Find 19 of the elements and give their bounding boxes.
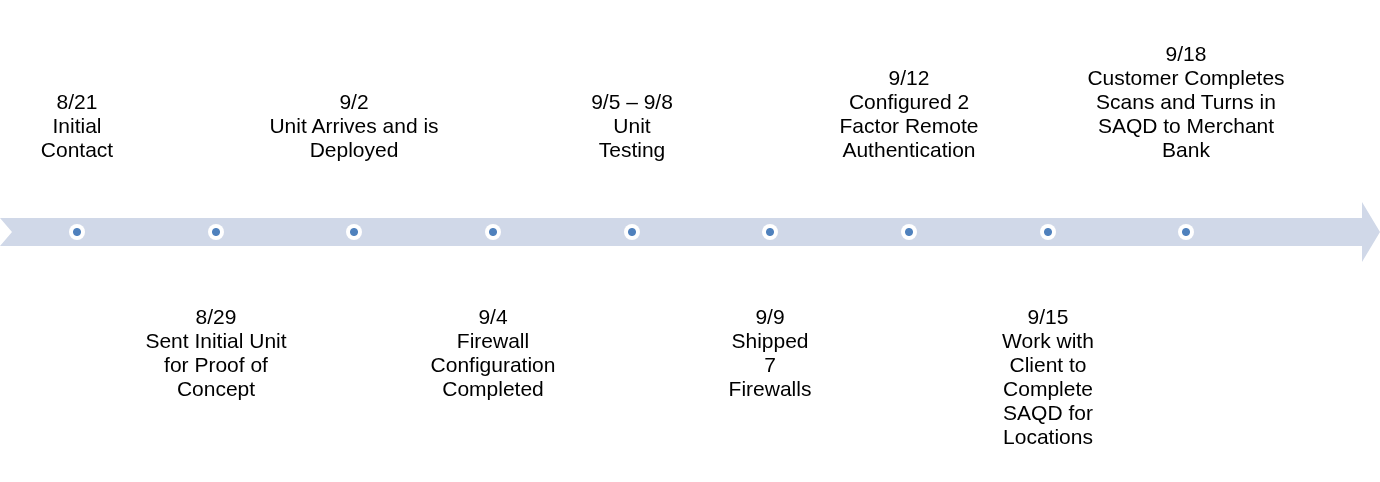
event-label: Work with Client to Complete SAQD for Locations [1001,329,1095,449]
date-label: 8/29 [194,305,238,329]
timeline-arrow [0,202,1380,262]
date-label: 9/2 [338,90,370,114]
event-label: Firewall Configuration Completed [429,329,557,401]
event-label: Initial Contact [39,114,115,162]
date-label: 9/4 [477,305,509,329]
date-label: 9/18 [1164,42,1208,66]
event-label: Unit Arrives and is Deployed [268,114,440,162]
date-label: 9/5 – 9/8 [590,90,674,114]
event-label: Customer Completes Scans and Turns in SAQD to Merchant Bank [1086,66,1286,162]
date-label: 8/21 [55,90,99,114]
event-label: Unit Testing [597,114,667,162]
event-label: Sent Initial Unit for Proof of Concept [144,329,288,401]
event-label: Shipped 7 Firewalls [727,329,813,401]
date-label: 9/9 [754,305,786,329]
date-label: 9/15 [1026,305,1070,329]
date-label: 9/12 [887,66,931,90]
event-label: Configured 2 Factor Remote Authentication [839,90,979,162]
